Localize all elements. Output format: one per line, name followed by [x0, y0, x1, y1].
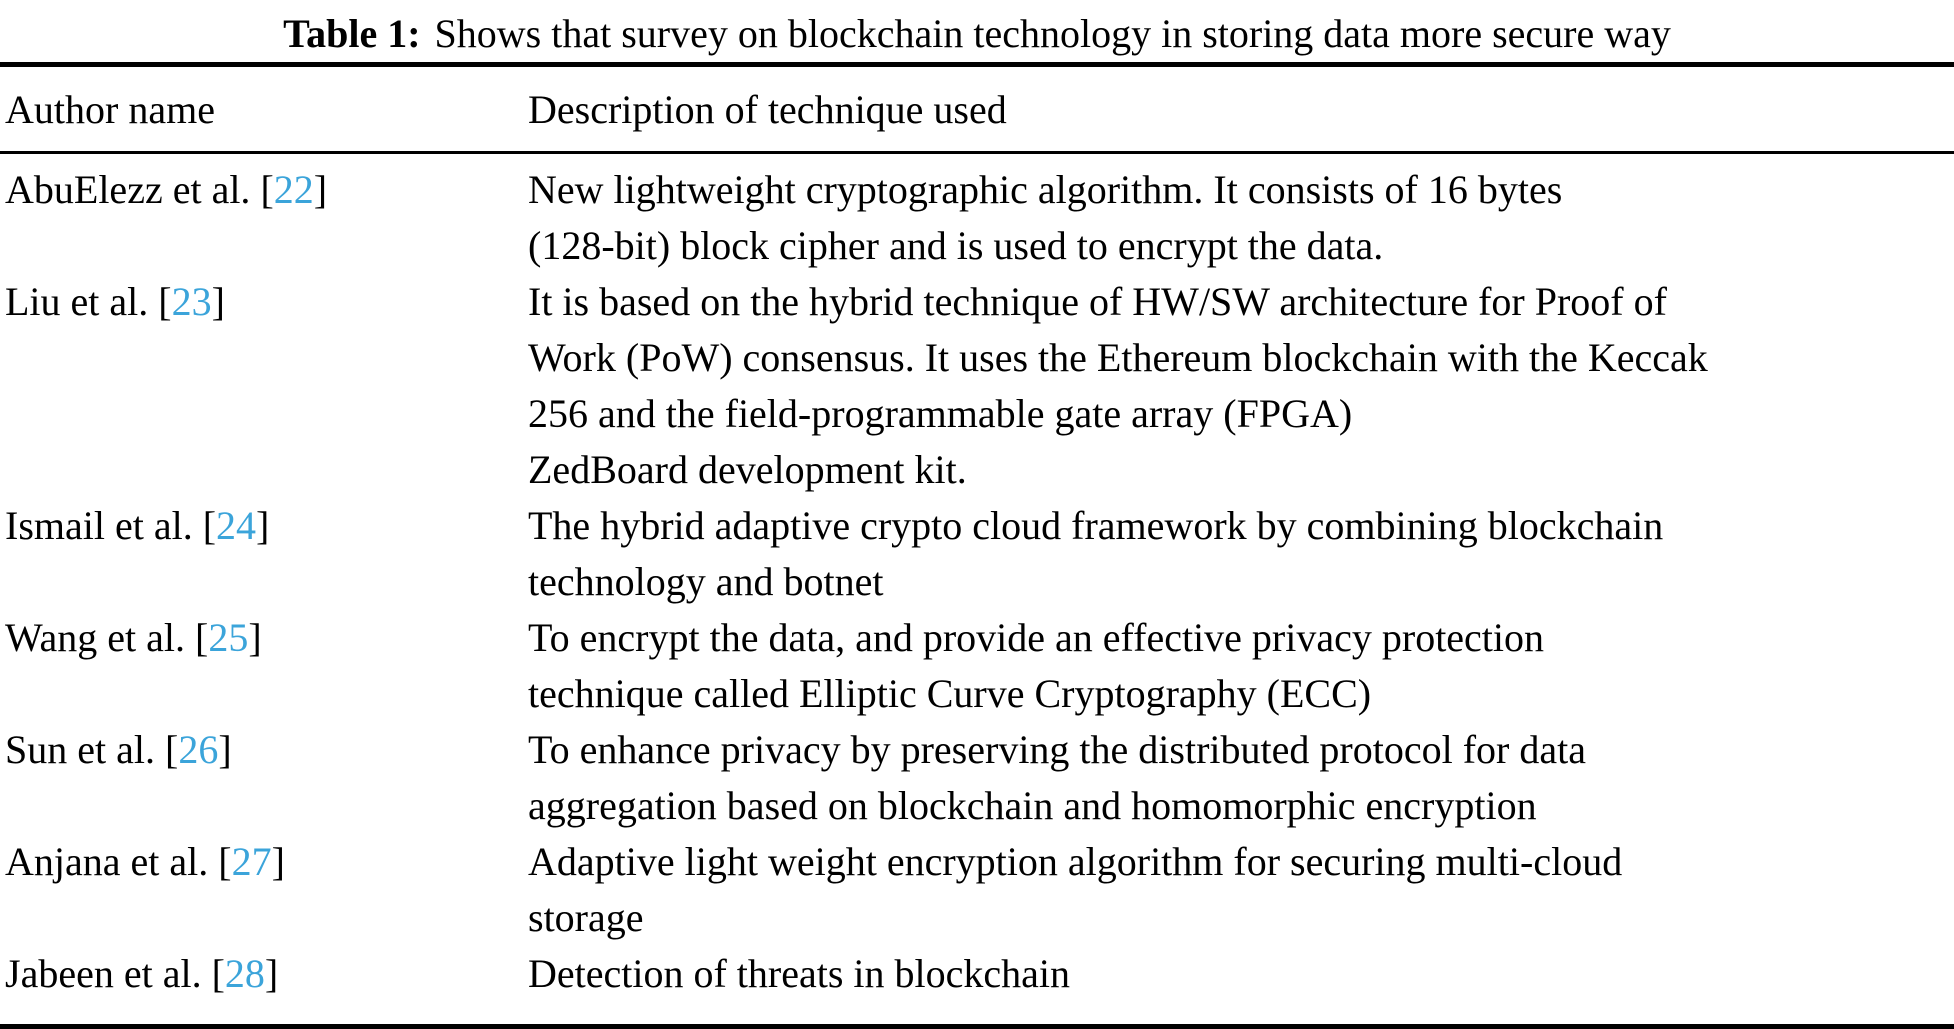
- description-cell: The hybrid adaptive crypto cloud framewo…: [528, 503, 1664, 604]
- author-name: Sun et al.: [5, 727, 155, 772]
- author-cell: Ismail et al. [24]: [0, 498, 528, 554]
- citation-bracket-open: [: [202, 503, 217, 548]
- column-header-author-name: Author name: [5, 87, 215, 132]
- table-caption: Table 1: Shows that survey on blockchain …: [0, 0, 1954, 62]
- author-cell: Anjana et al. [27]: [0, 834, 528, 890]
- author-cell: Jabeen et al. [28]: [0, 946, 528, 1002]
- citation-ref-link[interactable]: 27: [231, 839, 272, 884]
- table-caption-text: Shows that survey on blockchain technolo…: [434, 11, 1671, 56]
- table-row: AbuElezz et al. [22] New lightweight cry…: [0, 162, 1954, 274]
- description-cell: New lightweight cryptographic algorithm.…: [528, 167, 1563, 268]
- description-cell: Adaptive light weight encryption algorit…: [528, 839, 1623, 940]
- citation-bracket-close: ]: [313, 167, 328, 212]
- table-body: AbuElezz et al. [22] New lightweight cry…: [0, 154, 1954, 1024]
- table-header-row: Author name Description of technique use…: [0, 67, 1954, 151]
- citation-bracket-open: [: [218, 839, 232, 884]
- author-cell: Liu et al. [23]: [0, 274, 528, 330]
- table-header-rule: [0, 151, 1954, 154]
- author-name: Wang et al.: [5, 615, 186, 660]
- citation-ref-link[interactable]: 26: [178, 727, 219, 772]
- table-row: Liu et al. [23] It is based on the hybri…: [0, 274, 1954, 498]
- column-header-description: Description of technique used: [528, 87, 1007, 132]
- table-row: Ismail et al. [24] The hybrid adaptive c…: [0, 498, 1954, 610]
- citation-bracket-open: [: [260, 167, 274, 212]
- citation-bracket-close: ]: [218, 727, 232, 772]
- author-name: Anjana et al.: [5, 839, 209, 884]
- description-cell: Detection of threats in blockchain: [528, 951, 1071, 996]
- table-row: Wang et al. [25] To encrypt the data, an…: [0, 610, 1954, 722]
- citation-ref-link[interactable]: 25: [208, 615, 249, 660]
- author-name: Jabeen et al.: [5, 951, 202, 996]
- table-bottom-rule: [0, 1024, 1954, 1029]
- citation-ref-link[interactable]: 28: [224, 951, 265, 996]
- author-cell: Wang et al. [25]: [0, 610, 528, 666]
- citation-ref-link[interactable]: 23: [171, 279, 212, 324]
- citation-bracket-open: [: [158, 279, 172, 324]
- citation-bracket-open: [: [164, 727, 179, 772]
- citation-bracket-close: ]: [211, 279, 225, 324]
- citation-ref-link[interactable]: 22: [273, 167, 314, 212]
- table-caption-label: Table 1:: [283, 11, 421, 56]
- author-name: Ismail et al.: [5, 503, 193, 548]
- citation-bracket-open: [: [195, 615, 209, 660]
- table-top-rule: [0, 62, 1954, 67]
- table-row: Jabeen et al. [28] Detection of threats …: [0, 946, 1954, 1002]
- author-cell: AbuElezz et al. [22]: [0, 162, 528, 218]
- table-row: Sun et al. [26] To enhance privacy by pr…: [0, 722, 1954, 834]
- citation-bracket-close: ]: [248, 615, 262, 660]
- description-cell: To encrypt the data, and provide an effe…: [528, 615, 1545, 716]
- citation-ref-link[interactable]: 24: [216, 503, 257, 548]
- table-row: Anjana et al. [27] Adaptive light weight…: [0, 834, 1954, 946]
- author-cell: Sun et al. [26]: [0, 722, 528, 778]
- description-cell: It is based on the hybrid technique of H…: [528, 279, 1708, 492]
- author-name: AbuElezz et al.: [5, 167, 251, 212]
- citation-bracket-close: ]: [271, 839, 285, 884]
- citation-bracket-close: ]: [264, 951, 279, 996]
- description-cell: To enhance privacy by preserving the dis…: [528, 727, 1586, 828]
- author-name: Liu et al.: [5, 279, 149, 324]
- citation-bracket-open: [: [211, 951, 225, 996]
- citation-bracket-close: ]: [256, 503, 270, 548]
